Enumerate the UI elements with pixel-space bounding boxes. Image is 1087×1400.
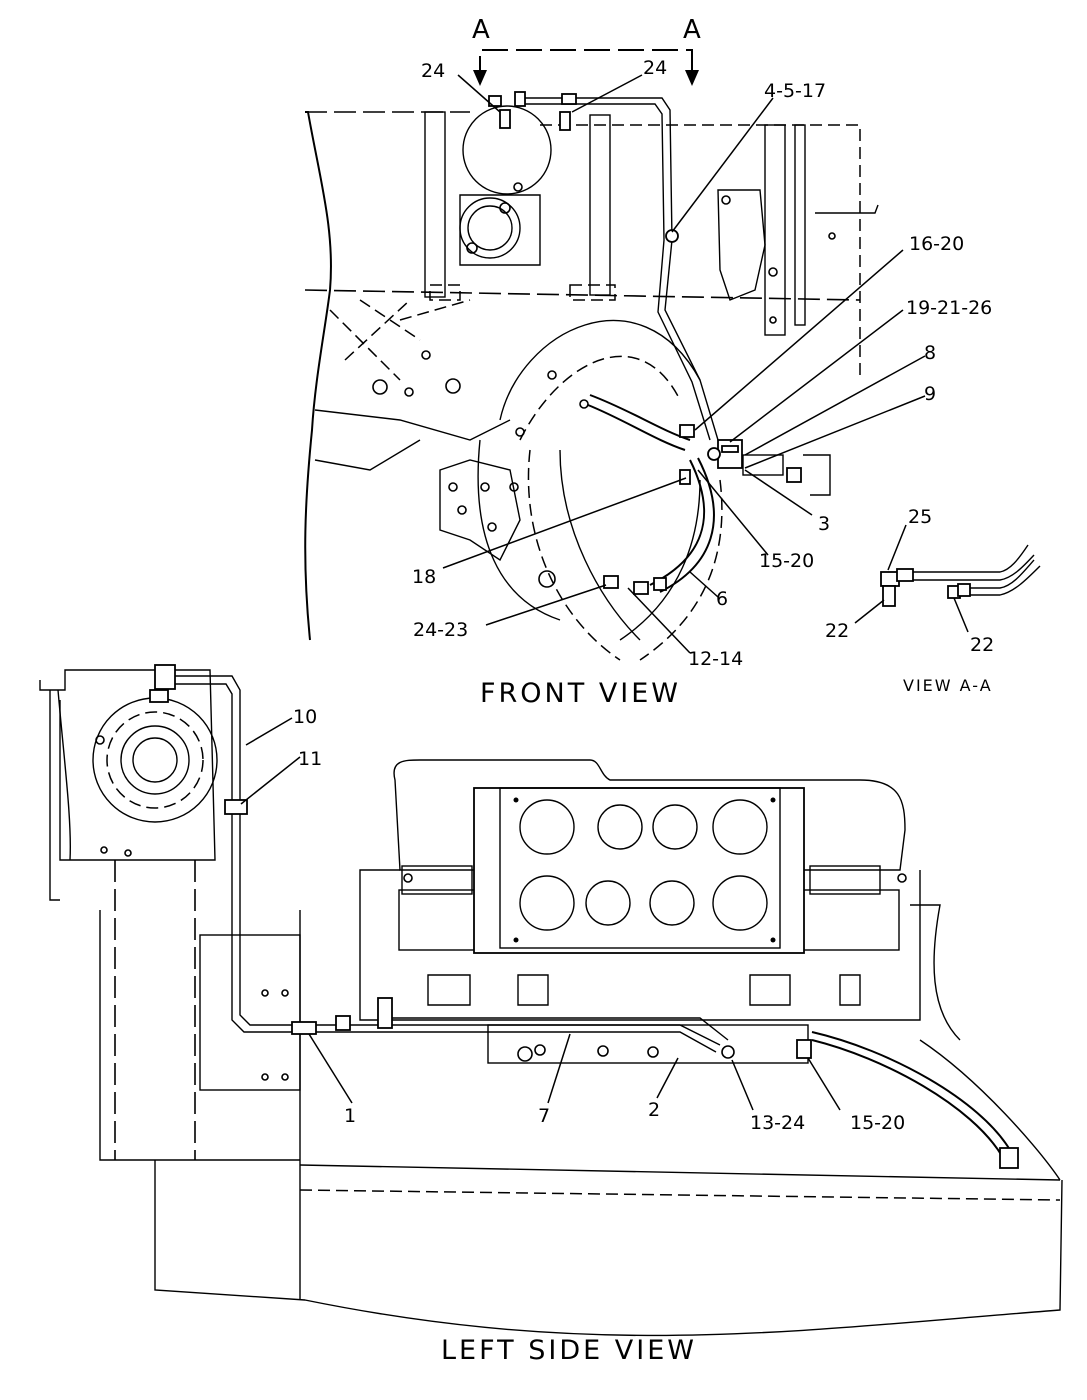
front-view-drawing [304,91,879,661]
callout-2: 2 [648,1099,660,1121]
callout-6: 6 [716,588,728,610]
callout-22-left: 22 [825,620,849,642]
callout-18: 18 [412,566,436,588]
callout-15-20-front: 15-20 [759,550,814,572]
callout-24-left: 24 [421,60,445,82]
section-marker-right: A [683,15,701,45]
leader-lines [240,74,969,1111]
view-a-a-drawing [880,544,1041,607]
front-view-title: FRONT VIEW [480,678,681,709]
callout-7: 7 [538,1105,550,1127]
callout-10: 10 [293,706,317,728]
view-a-a-title: VIEW A-A [903,676,993,695]
callout-3: 3 [818,513,830,535]
callout-13-24: 13-24 [750,1112,805,1134]
callout-12-14: 12-14 [688,648,743,670]
callout-24-23: 24-23 [413,619,468,641]
callout-labels: 24 24 4-5-17 16-20 19-21-26 8 9 3 15-20 … [293,57,994,1134]
callout-4-5-17: 4-5-17 [764,80,826,102]
left-side-view-title: LEFT SIDE VIEW [441,1335,697,1366]
callout-8: 8 [924,342,936,364]
section-marker-left: A [472,15,490,45]
callout-16-20: 16-20 [909,233,964,255]
section-cut-line: A A [472,15,701,86]
callout-22-right: 22 [970,634,994,656]
callout-25: 25 [908,506,932,528]
callout-9: 9 [924,383,936,405]
callout-24-right: 24 [643,57,667,79]
callout-19-21-26: 19-21-26 [906,297,992,319]
left-side-view-drawing [39,664,1063,1337]
callout-11: 11 [298,748,322,770]
view-titles: FRONT VIEW VIEW A-A LEFT SIDE VIEW [441,676,993,1366]
callout-1: 1 [344,1105,356,1127]
callout-15-20-side: 15-20 [850,1112,905,1134]
